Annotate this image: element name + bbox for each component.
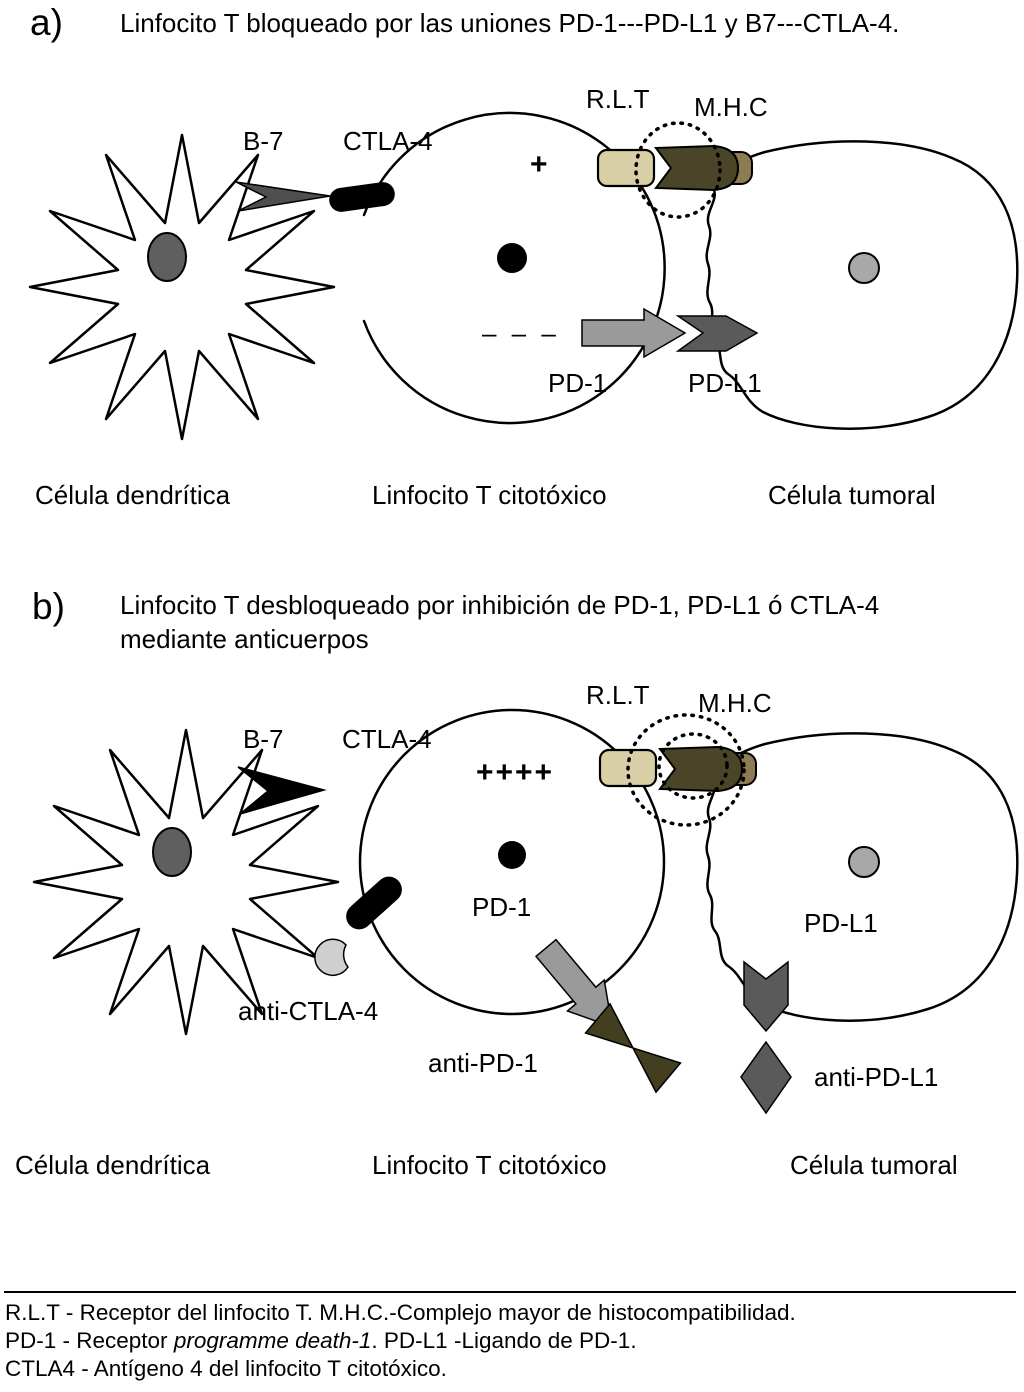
- mhc-label-a: M.H.C: [694, 92, 768, 122]
- panel-b-title-line2: mediante anticuerpos: [120, 624, 369, 654]
- anti-pdl1-antibody-icon: [740, 1040, 792, 1115]
- ctla4-label-b: CTLA-4: [342, 724, 432, 754]
- b7-receptor-icon-a: [235, 181, 331, 212]
- rlt-label-a: R.L.T: [586, 84, 650, 114]
- tumor-nucleus-a: [848, 252, 880, 284]
- t-cell-label-b: Linfocito T citotóxico: [372, 1150, 607, 1180]
- legend-line-3: CTLA4 - Antígeno 4 del linfocito T citot…: [5, 1356, 447, 1381]
- t-cell-label-a: Linfocito T citotóxico: [372, 480, 607, 510]
- mhc-receptor-b: [659, 746, 757, 792]
- dendritic-cell-shape-b: [32, 728, 340, 1036]
- negative-signal-dashes: – – –: [482, 318, 560, 348]
- legend-line-2: PD-1 - Receptor programme death-1. PD-L1…: [5, 1328, 637, 1354]
- dendritic-cell-shape-a: [28, 133, 336, 441]
- legend-line-2-italic: programme death-1: [173, 1328, 372, 1353]
- b7-receptor-icon-b: [237, 766, 327, 815]
- pdl1-receptor-icon-a: [675, 315, 759, 352]
- tumor-cell-label-b: Célula tumoral: [790, 1150, 958, 1180]
- anti-pd1-antibody-icon: [584, 1002, 682, 1094]
- positive-signal-a: +: [530, 148, 550, 181]
- tumor-cell-label-a: Célula tumoral: [768, 480, 936, 510]
- anti-ctla4-antibody-icon: [314, 938, 349, 977]
- anti-pdl1-label: anti-PD-L1: [814, 1062, 939, 1092]
- ctla4-receptor-icon-b: [346, 876, 402, 930]
- immune-synapse-dotted-circle-outer-b: [626, 713, 746, 827]
- pdl1-receptor-icon-b: [743, 960, 789, 1033]
- pdl1-label-b: PD-L1: [804, 908, 878, 938]
- ctla4-receptor-icon-a: [329, 182, 395, 212]
- dendritic-nucleus-a: [147, 232, 187, 282]
- b7-label-a: B-7: [243, 126, 284, 156]
- immune-synapse-dotted-circle-a: [634, 121, 722, 219]
- pdl1-label-a: PD-L1: [688, 368, 762, 398]
- tumor-nucleus-b: [848, 846, 880, 878]
- immune-synapse-dotted-circle-inner-b: [657, 732, 729, 800]
- pd1-label-b: PD-1: [472, 892, 532, 922]
- anti-pd1-label: anti-PD-1: [428, 1048, 538, 1078]
- dendritic-cell-label-a: Célula dendrítica: [35, 480, 231, 510]
- dendritic-nucleus-b: [152, 827, 192, 877]
- legend-line-2-prefix: PD-1 - Receptor: [5, 1328, 174, 1353]
- b7-label-b: B-7: [243, 724, 284, 754]
- t-cell-nucleus-b: [498, 841, 526, 869]
- panel-b-letter: b): [32, 586, 65, 627]
- dendritic-cell-label-b: Célula dendrítica: [15, 1150, 211, 1180]
- mhc-receptor-a: [655, 145, 753, 191]
- rlt-receptor-a: [596, 148, 656, 188]
- mhc-label-b: M.H.C: [698, 688, 772, 718]
- rlt-label-b: R.L.T: [586, 680, 650, 710]
- legend-divider-line: [4, 1291, 1016, 1293]
- panel-a-title: Linfocito T bloqueado por las uniones PD…: [120, 8, 900, 38]
- positive-signal-b: ++++: [476, 756, 555, 789]
- pd1-label-a: PD-1: [548, 368, 608, 398]
- legend-line-2-suffix: . PD-L1 -Ligando de PD-1.: [371, 1328, 637, 1353]
- ctla4-label-a: CTLA-4: [343, 126, 433, 156]
- panel-b-title-line1: Linfocito T desbloqueado por inhibición …: [120, 590, 880, 620]
- legend-line-1: R.L.T - Receptor del linfocito T. M.H.C.…: [5, 1300, 796, 1325]
- panel-a-letter: a): [30, 2, 63, 43]
- t-cell-nucleus-a: [497, 243, 527, 273]
- anti-ctla4-label: anti-CTLA-4: [238, 996, 379, 1026]
